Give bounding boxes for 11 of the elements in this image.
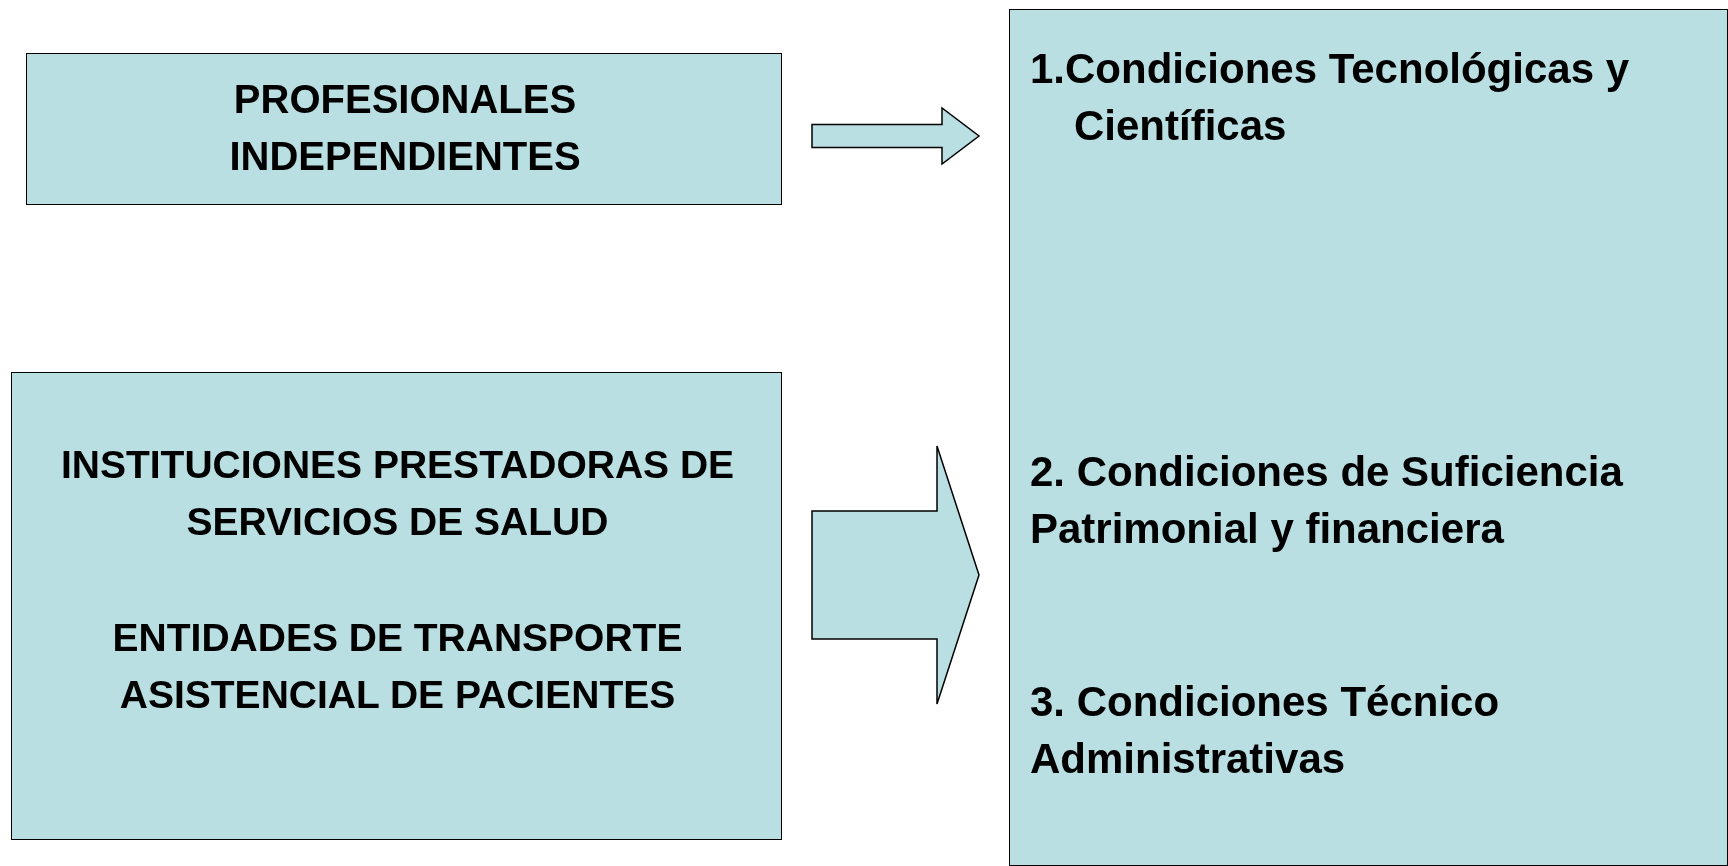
category-label: PROFESIONALES INDEPENDIENTES (228, 76, 582, 180)
block-arrow (811, 445, 980, 705)
category-label: ENTIDADES DE TRANSPORTE ASISTENCIAL DE PACIENTES (111, 615, 684, 718)
requirement-text: 1.Condiciones Tecnológicas y Científicas (1030, 44, 1631, 151)
category-box (11, 372, 782, 840)
block-arrow (811, 106, 981, 166)
requirements-panel (1009, 9, 1728, 866)
requirement-text: 3. Condiciones Técnico Administrativas (1030, 677, 1501, 784)
requirement-text: 2. Condiciones de Suficiencia Patrimonial y financiera (1030, 447, 1624, 554)
category-label: INSTITUCIONES PRESTADORAS DE SERVICIOS DE SALUD (59, 442, 736, 545)
category-box (26, 53, 782, 205)
